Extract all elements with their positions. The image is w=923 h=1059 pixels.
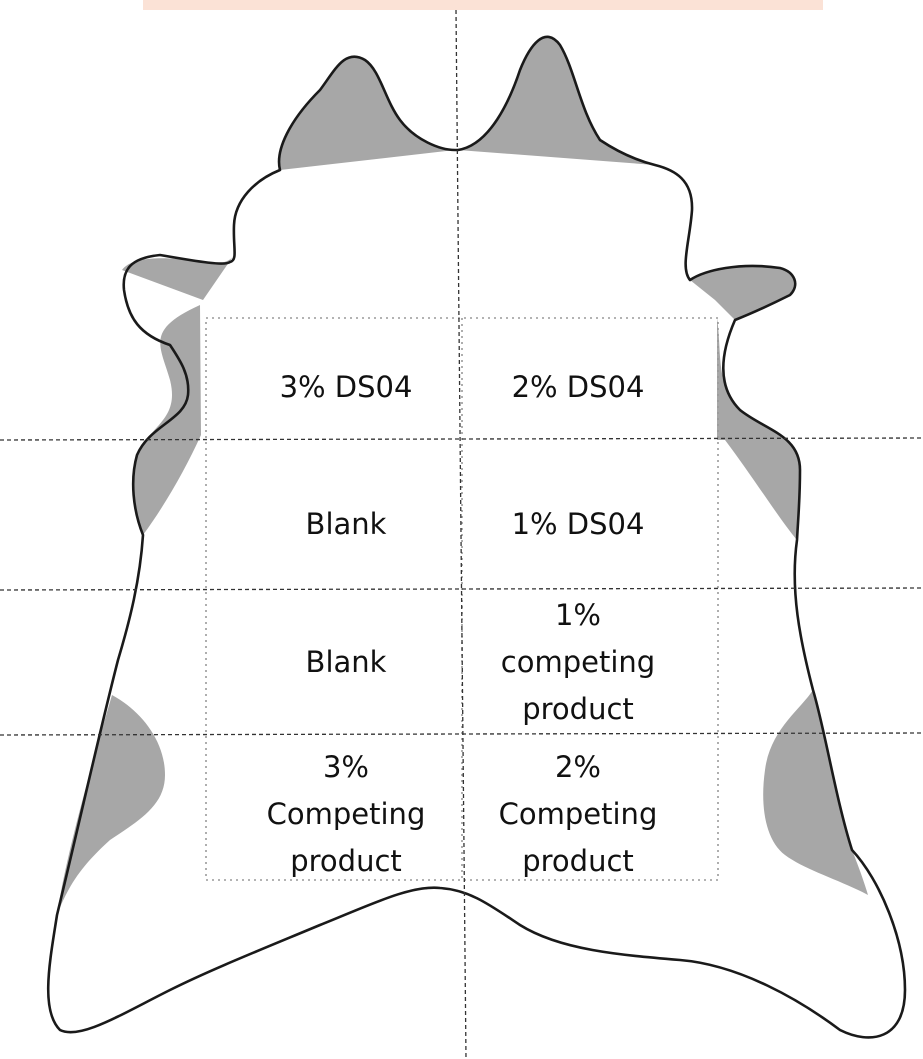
test-cell-label: Blank bbox=[306, 645, 387, 679]
trimmed-area-right-upper bbox=[717, 318, 800, 540]
test-cell-label: Competing bbox=[267, 797, 426, 831]
trimmed-area-top-left bbox=[279, 56, 455, 170]
test-grid bbox=[205, 317, 719, 881]
trimmed-area-left-shoulder bbox=[122, 252, 236, 300]
test-cell-r4-c1: 3% Competing product bbox=[267, 750, 426, 878]
test-cell-label: 1% DS04 bbox=[512, 507, 645, 541]
test-cell-label: 2% DS04 bbox=[512, 370, 645, 404]
test-cell-label: 3% bbox=[323, 750, 369, 784]
test-cell-r2-c1: Blank bbox=[306, 507, 387, 541]
guide-line-vertical bbox=[455, 9, 467, 1059]
test-cell-r1-c1: 3% DS04 bbox=[280, 370, 413, 404]
trimmed-area-left-lower bbox=[57, 695, 165, 915]
test-cell-label: product bbox=[522, 692, 634, 726]
test-cell-r3-c2: 1% competing product bbox=[501, 598, 655, 726]
trimmed-area-right-shoulder bbox=[690, 265, 796, 320]
test-cell-label: 1% bbox=[555, 598, 601, 632]
test-cell-r3-c1: Blank bbox=[306, 645, 387, 679]
test-cell-r2-c2: 1% DS04 bbox=[512, 507, 645, 541]
test-cell-label: Blank bbox=[306, 507, 387, 541]
trimmed-area-top-right bbox=[458, 36, 655, 166]
test-cell-label: Competing bbox=[499, 797, 658, 831]
header-banner bbox=[143, 0, 823, 10]
test-cell-label: product bbox=[522, 844, 634, 878]
test-cell-label: competing bbox=[501, 645, 655, 679]
test-cell-label: 3% DS04 bbox=[280, 370, 413, 404]
trimmed-area-right-lower bbox=[763, 690, 868, 895]
test-cell-label: product bbox=[290, 844, 402, 878]
test-cell-r4-c2: 2% Competing product bbox=[499, 750, 658, 878]
test-cell-r1-c2: 2% DS04 bbox=[512, 370, 645, 404]
hide-outline bbox=[46, 35, 907, 1039]
trimmed-area-left-upper bbox=[133, 305, 201, 535]
test-grid-border bbox=[205, 317, 719, 881]
test-cell-label: 2% bbox=[555, 750, 601, 784]
trimmed-areas bbox=[57, 36, 868, 915]
